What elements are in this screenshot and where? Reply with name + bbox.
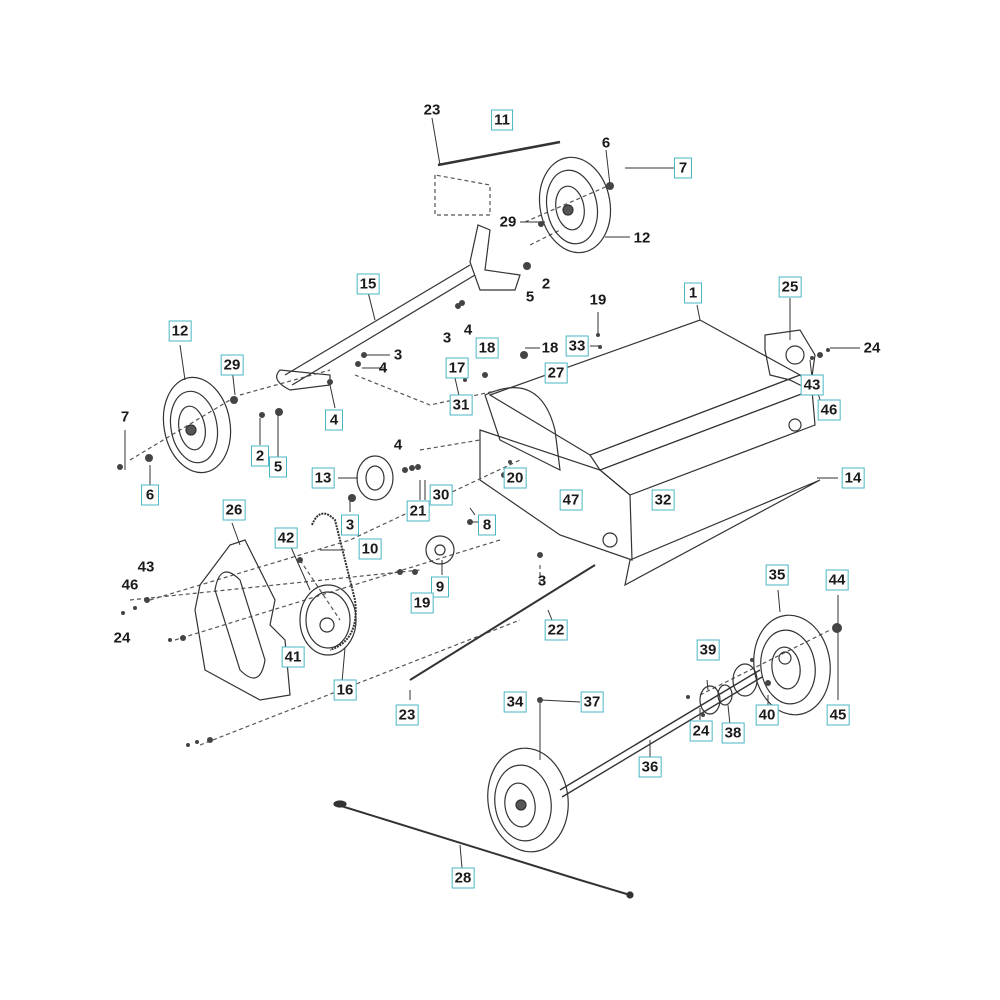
chassis-part-1: [479, 319, 821, 587]
part-label-24: 24: [113, 629, 131, 647]
part-label-24[interactable]: 24: [689, 720, 713, 742]
part-label-15[interactable]: 15: [356, 273, 380, 295]
part-label-7: 7: [120, 408, 130, 426]
part-label-47[interactable]: 47: [559, 489, 583, 511]
part-label-30[interactable]: 30: [429, 484, 453, 506]
part-label-31[interactable]: 31: [449, 394, 473, 416]
wheel-part-12-top: [538, 156, 612, 254]
part-label-25[interactable]: 25: [778, 276, 802, 298]
part-label-3: 3: [393, 346, 403, 364]
part-label-41[interactable]: 41: [281, 646, 305, 668]
part-label-3: 3: [537, 572, 547, 590]
part-label-20[interactable]: 20: [503, 467, 527, 489]
part-label-34[interactable]: 34: [503, 691, 527, 713]
part-label-5: 5: [525, 288, 535, 306]
part-label-11[interactable]: 11: [491, 109, 513, 131]
part-label-9[interactable]: 9: [431, 576, 449, 598]
part-label-14[interactable]: 14: [841, 467, 865, 489]
part-label-4: 4: [378, 359, 388, 377]
part-label-33[interactable]: 33: [565, 335, 589, 357]
part-label-16[interactable]: 16: [333, 679, 357, 701]
part-label-18: 18: [541, 339, 559, 357]
part-label-46: 46: [121, 576, 139, 594]
part-label-37[interactable]: 37: [580, 691, 604, 713]
part-label-46[interactable]: 46: [817, 399, 841, 421]
wheel-part-12-left: [162, 376, 232, 474]
part-label-35[interactable]: 35: [765, 564, 789, 586]
part-label-32[interactable]: 32: [651, 489, 675, 511]
part-label-4[interactable]: 4: [325, 409, 343, 431]
part-label-28[interactable]: 28: [451, 867, 475, 889]
part-label-6[interactable]: 6: [141, 484, 159, 506]
part-label-29: 29: [499, 213, 517, 231]
part-label-26[interactable]: 26: [222, 499, 246, 521]
pulley-part-9: [425, 535, 455, 565]
part-label-40[interactable]: 40: [755, 704, 779, 726]
part-label-18[interactable]: 18: [475, 337, 499, 359]
cable-part-28: [333, 800, 634, 899]
part-label-13[interactable]: 13: [311, 467, 335, 489]
part-label-7[interactable]: 7: [674, 157, 692, 179]
part-label-24: 24: [863, 339, 881, 357]
part-label-3: 3: [442, 329, 452, 347]
pulley-part-13: [356, 455, 394, 501]
part-label-42[interactable]: 42: [274, 527, 298, 549]
part-label-23[interactable]: 23: [395, 704, 419, 726]
part-label-19: 19: [589, 291, 607, 309]
part-label-19[interactable]: 19: [410, 592, 434, 614]
part-label-36[interactable]: 36: [638, 756, 662, 778]
part-label-2: 2: [541, 275, 551, 293]
axle-part-36: [559, 669, 761, 791]
part-label-23: 23: [423, 101, 441, 119]
part-label-45[interactable]: 45: [826, 704, 850, 726]
part-label-22[interactable]: 22: [544, 619, 568, 641]
belt-cover-part-26: [194, 539, 291, 701]
part-label-44[interactable]: 44: [825, 569, 849, 591]
bearing-housing: [699, 663, 758, 715]
wheel-part-34: [487, 747, 569, 853]
part-label-5[interactable]: 5: [269, 456, 287, 478]
part-label-2[interactable]: 2: [251, 445, 269, 467]
wheel-part-35: [753, 614, 831, 716]
part-label-6: 6: [601, 134, 611, 152]
bracket-part-25: [764, 329, 816, 391]
part-label-1[interactable]: 1: [684, 282, 702, 304]
belt-part-10: [299, 512, 357, 656]
part-label-17[interactable]: 17: [445, 357, 469, 379]
part-label-12: 12: [633, 229, 651, 247]
part-label-12[interactable]: 12: [168, 320, 192, 342]
part-label-38[interactable]: 38: [721, 722, 745, 744]
rod-part-22: [409, 564, 596, 681]
part-label-27[interactable]: 27: [544, 362, 568, 384]
part-label-3[interactable]: 3: [341, 514, 359, 536]
part-label-43[interactable]: 43: [800, 374, 824, 396]
part-label-4: 4: [393, 436, 403, 454]
part-label-8[interactable]: 8: [478, 514, 496, 536]
part-label-4: 4: [463, 321, 473, 339]
part-label-43: 43: [137, 558, 155, 576]
axle-part-15: [276, 224, 521, 391]
part-label-21[interactable]: 21: [406, 500, 430, 522]
part-label-29[interactable]: 29: [220, 354, 244, 376]
rod-part-11: [437, 140, 561, 167]
part-label-10[interactable]: 10: [358, 538, 382, 560]
part-label-39[interactable]: 39: [696, 639, 720, 661]
